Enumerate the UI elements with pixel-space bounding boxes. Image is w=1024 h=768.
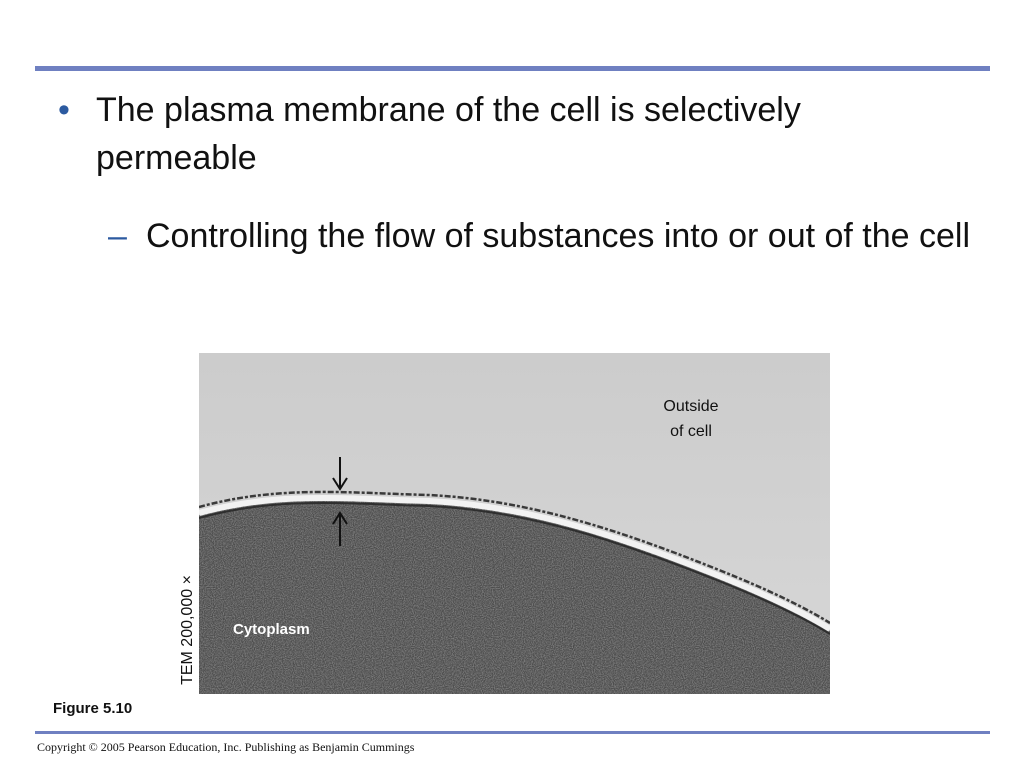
figure-label: Figure 5.10 bbox=[53, 700, 133, 717]
membrane-light-band bbox=[199, 494, 830, 632]
sub-bullet-item: – Controlling the flow of substances int… bbox=[108, 213, 998, 259]
bullet-item: • The plasma membrane of the cell is sel… bbox=[58, 86, 958, 182]
sub-bullet-mark: – bbox=[108, 217, 127, 255]
top-divider bbox=[35, 66, 990, 71]
up-arrow-icon bbox=[332, 511, 348, 546]
outside-cell-label-line1: Outside bbox=[663, 398, 718, 415]
sub-bullet-text: Controlling the flow of substances into … bbox=[146, 217, 971, 255]
bottom-divider bbox=[35, 731, 990, 734]
tem-magnification-label: TEM 200,000 × bbox=[179, 575, 196, 685]
down-arrow-icon bbox=[332, 457, 348, 491]
tem-micrograph: Outside of cell Cytoplasm bbox=[199, 353, 830, 694]
copyright-text: Copyright © 2005 Pearson Education, Inc.… bbox=[37, 740, 415, 754]
outside-cell-label-line2: of cell bbox=[670, 423, 712, 440]
membrane-inner-layer bbox=[199, 501, 830, 635]
cytoplasm-label: Cytoplasm bbox=[233, 621, 310, 638]
bullet-mark: • bbox=[58, 91, 70, 129]
bullet-text: The plasma membrane of the cell is selec… bbox=[96, 91, 801, 177]
